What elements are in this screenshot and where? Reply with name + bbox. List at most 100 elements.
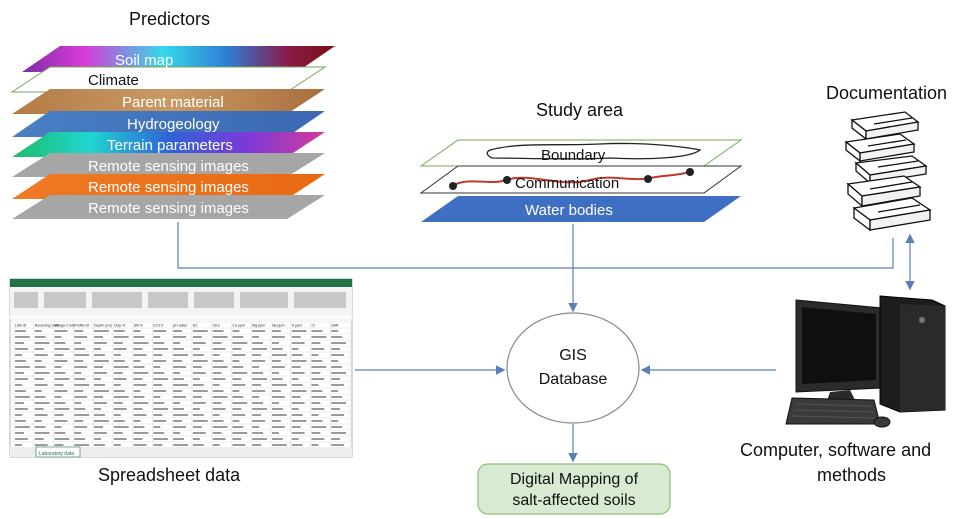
computer-caption-line2: methods: [817, 465, 887, 485]
sheet-cell-value: [212, 360, 224, 362]
sheet-cell-value: [291, 372, 305, 374]
predictors-title: Predictors: [129, 9, 211, 29]
sheet-cell-value: [291, 402, 305, 404]
sheet-cell-value: [311, 408, 325, 410]
sheet-cell-value: [212, 372, 222, 374]
computer-caption-line1: Computer, software and: [740, 440, 932, 460]
sheet-cell-value: [94, 420, 109, 422]
sheet-cell-value: [252, 366, 260, 368]
sheet-cell-value: [133, 384, 147, 386]
boundary-outline: [486, 142, 702, 160]
sheet-cell-value: [113, 378, 127, 380]
sheet-cell-value: [34, 408, 44, 410]
sheet-cell-value: [94, 396, 103, 398]
communication-road: [451, 171, 691, 187]
sheet-cell-value: [133, 336, 145, 338]
sheet-cell-value: [113, 384, 121, 386]
sheet-cell-value: [291, 330, 307, 332]
sheet-cell-value: [192, 414, 204, 416]
sheet-cell-value: [291, 390, 307, 392]
sheet-cell-value: [311, 354, 319, 356]
sheet-cell-value: [54, 366, 62, 368]
sheet-cell-value: [192, 330, 208, 332]
sheet-cell-value: [331, 420, 339, 422]
sheet-cell-value: [133, 444, 147, 446]
sheet-cell-value: [331, 348, 341, 350]
sheet-cell-value: [74, 348, 86, 350]
sheet-cell-value: [54, 420, 68, 422]
sheet-cell-value: [331, 372, 347, 374]
sheet-cell-value: [153, 378, 169, 380]
sheet-cell-value: [173, 354, 188, 356]
sheet-cell-value: [252, 426, 260, 428]
connector-predictors-to-gis: [177, 222, 573, 269]
sheet-cell-value: [192, 420, 208, 422]
sheet-cell-value: [173, 426, 186, 428]
sheet-cell-value: [271, 420, 281, 422]
sheet-cell-value: [133, 372, 149, 374]
sheet-header-cell: Village Code: [55, 324, 75, 328]
sheet-cell-value: [252, 384, 262, 386]
sheet-cell-value: [331, 360, 339, 362]
sheet-cell-value: [173, 408, 184, 410]
sheet-cell-value: [133, 402, 149, 404]
sheet-cell-value: [311, 348, 325, 350]
sheet-cell-value: [271, 330, 281, 332]
sheet-cell-value: [252, 342, 264, 344]
sheet-cell-value: [291, 336, 301, 338]
sheet-cell-value: [173, 336, 186, 338]
sheet-cell-value: [291, 444, 303, 446]
sheet-cell-value: [331, 354, 345, 356]
sheet-cell-value: [212, 432, 222, 434]
sheet-cell-value: [252, 372, 264, 374]
sheet-cell-value: [74, 330, 84, 332]
sheet-cell-value: [94, 348, 101, 350]
sheet-cell-value: [331, 444, 345, 446]
sheet-cell-value: [113, 438, 127, 440]
sheet-cell-value: [252, 408, 267, 410]
sheet-cell-value: [34, 444, 48, 446]
sheet-cell-value: [192, 432, 206, 434]
sheet-cell-value: [153, 408, 169, 410]
sheet-cell-value: [311, 396, 327, 398]
sheet-cell-value: [113, 372, 123, 374]
sheet-cell-value: [192, 366, 202, 368]
sheet-cell-value: [311, 366, 327, 368]
sheet-cell-value: [113, 366, 129, 368]
layer-label-soil-map: Soil map: [115, 52, 173, 69]
sheet-cell-value: [15, 426, 30, 428]
sheet-cell-value: [173, 438, 184, 440]
sheet-cell-value: [311, 342, 321, 344]
sheet-cell-value: [74, 336, 88, 338]
sheet-cell-value: [291, 438, 299, 440]
sheet-cell-value: [271, 336, 285, 338]
sheet-cell-value: [192, 360, 208, 362]
layer-label-remote-sensing-2: Remote sensing images: [88, 179, 249, 196]
sheet-cell-value: [113, 396, 129, 398]
sheet-cell-value: [15, 402, 24, 404]
layer-label-terrain-parameters: Terrain parameters: [107, 137, 233, 154]
sheet-cell-value: [311, 402, 321, 404]
sheet-cell-value: [232, 384, 246, 386]
sheet-cell-value: [94, 384, 105, 386]
sheet-cell-value: [34, 414, 48, 416]
sheet-cell-value: [54, 426, 62, 428]
layer-hydrogeology: [12, 111, 325, 137]
sheet-cell-value: [34, 390, 42, 392]
sheet-header-cell: Receiving date: [35, 324, 59, 328]
sheet-cell-value: [153, 348, 169, 350]
sheet-cell-value: [331, 330, 339, 332]
sheet-cell-value: [291, 414, 303, 416]
sheet-cell-value: [74, 378, 86, 380]
sheet-cell-value: [133, 420, 141, 422]
sheet-cell-value: [271, 342, 279, 344]
sheet-cell-value: [153, 372, 165, 374]
sheet-cell-value: [94, 426, 103, 428]
sheet-cell-value: [15, 384, 22, 386]
sheet-cell-value: [232, 330, 240, 332]
gis-label-line2: Database: [539, 371, 608, 388]
computer-icon: [785, 295, 946, 428]
sheet-cell-value: [54, 330, 68, 332]
sheet-cell-value: [291, 342, 305, 344]
sheet-cell-value: [15, 390, 26, 392]
